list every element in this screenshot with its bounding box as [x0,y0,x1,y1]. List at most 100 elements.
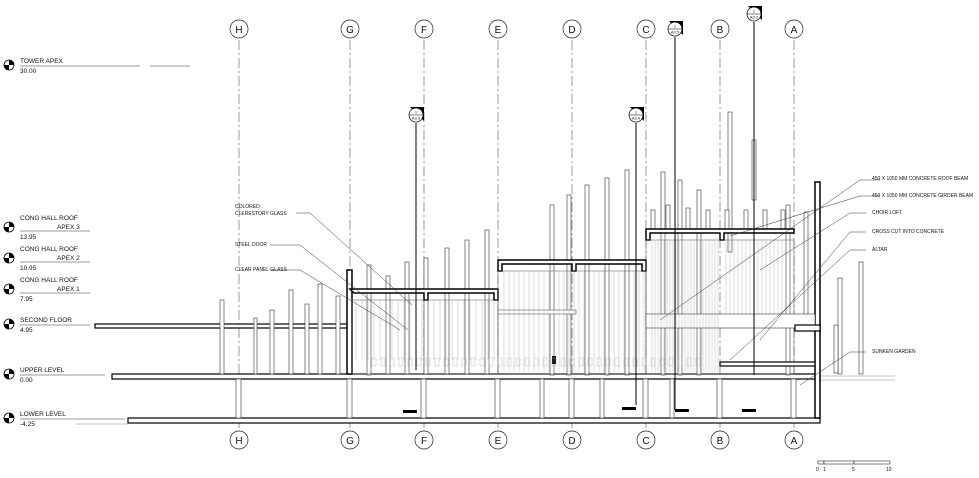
level-name: UPPER LEVEL [20,367,65,374]
seat-mark [497,357,503,367]
grid-labels-top: H G F E D C B A [235,25,797,36]
seat-mark [569,357,575,367]
level-name: CONG HALL ROOF [20,246,78,253]
seat-mark [398,357,404,367]
level-subname: APEX 3 [57,224,80,231]
grid-bubble [562,430,582,450]
annotations-right: 450 X 1050 MM CONCRETE ROOF BEAM 450 X 1… [872,176,973,355]
seat-mark [479,357,485,367]
svg-text:A3.5: A3.5 [671,30,680,35]
grid-bubble [414,19,434,39]
note-label: CHOIR LOFT [872,210,902,216]
level-elevation: 30.00 [20,68,37,75]
svg-text:A3.4: A3.4 [632,116,641,121]
leader-lines [270,179,880,386]
note-label: SUNKEN GARDEN [872,349,916,355]
level-elevation: -4.25 [20,421,35,428]
grid-bubble [710,430,730,450]
seat-mark [506,357,512,367]
grid-bubble [340,19,360,39]
level-elevation: 4.95 [20,327,33,334]
grid-bubbles-top [229,19,804,39]
seat-mark [641,357,647,367]
grid-bubble [710,19,730,39]
svg-text:A3.3: A3.3 [412,116,421,121]
seat-mark [668,357,674,367]
grid-bubble [488,19,508,39]
seat-mark [587,357,593,367]
level-symbol-icon [3,59,15,71]
grid-label: F [421,436,427,447]
level-name: LOWER LEVEL [20,411,66,418]
seat-mark [515,357,521,367]
seat-mark [488,357,494,367]
foundation-piers [235,378,797,419]
svg-text:A3.2: A3.2 [750,15,759,20]
level-name: CONG HALL ROOF [20,277,78,284]
grid-label: B [717,436,724,447]
grid-label: H [235,25,242,36]
seat-mark [560,357,566,367]
seat-mark [551,357,557,367]
scale-tick: 5 [852,467,855,473]
level-symbol-icon [3,368,15,380]
grid-bubble [562,19,582,39]
seat-mark [443,357,449,367]
grid-bubble [784,19,804,39]
grid-bubble [636,19,656,39]
grid-bubble [488,430,508,450]
scale-tick: 1 [823,467,826,473]
seat-mark [596,357,602,367]
svg-text:1: 1 [635,110,638,115]
scale-tick: 10 [886,467,892,473]
seat-mark [524,357,530,367]
fins [219,111,864,376]
grid-label: E [495,25,502,36]
main-structure [346,181,821,419]
level-name: SECOND FLOOR [20,317,72,324]
grid-label: C [642,436,649,447]
seat-mark [452,357,458,367]
svg-text:1: 1 [753,9,756,14]
note-label: ALTAR [872,247,888,253]
seat-mark [407,357,413,367]
level-symbol-icon [3,283,15,295]
level-symbol-icon [3,252,15,264]
level-symbol-icon [3,318,15,330]
level-subname: APEX 1 [57,286,80,293]
roof-fins [650,204,786,231]
level-elevation: 10.95 [20,265,37,272]
annotations-left: COLORED CLERESTORY GLASS STEEL DOOR CLEA… [235,204,288,273]
grid-bubble [340,430,360,450]
note-label: CROSS CUT INTO CONCRETE [872,229,945,235]
scale-tick: 0 [816,467,819,473]
grid-label: E [495,436,502,447]
seat-mark [650,357,656,367]
grid-label: G [346,436,354,447]
level-elevation: 7.95 [20,296,33,303]
seat-mark [632,357,638,367]
grid-label: D [568,25,575,36]
seat-mark [614,357,620,367]
level-name: TOWER APEX [20,58,64,65]
section-marker-icon: 1 A3.3 [408,107,424,123]
seat-mark [470,357,476,367]
seat-mark [659,357,665,367]
section-marker-icon: 1 A3.2 [746,6,762,22]
seat-mark [371,357,377,367]
seat-mark [461,357,467,367]
grid-bubbles-bottom [229,430,804,450]
seat-mark [578,357,584,367]
grid-bubble [784,430,804,450]
seat-mark [542,357,548,367]
grid-label: D [568,436,575,447]
level-symbol-icon [3,412,15,424]
grid-label: C [642,25,649,36]
section-marker-icon: 1 A3.5 [667,21,683,37]
seat-mark [380,357,386,367]
note-label: CLEAR PANEL GLASS [235,267,288,273]
grid-label: F [421,25,427,36]
seat-mark [389,357,395,367]
upper-level-slab [111,373,821,380]
